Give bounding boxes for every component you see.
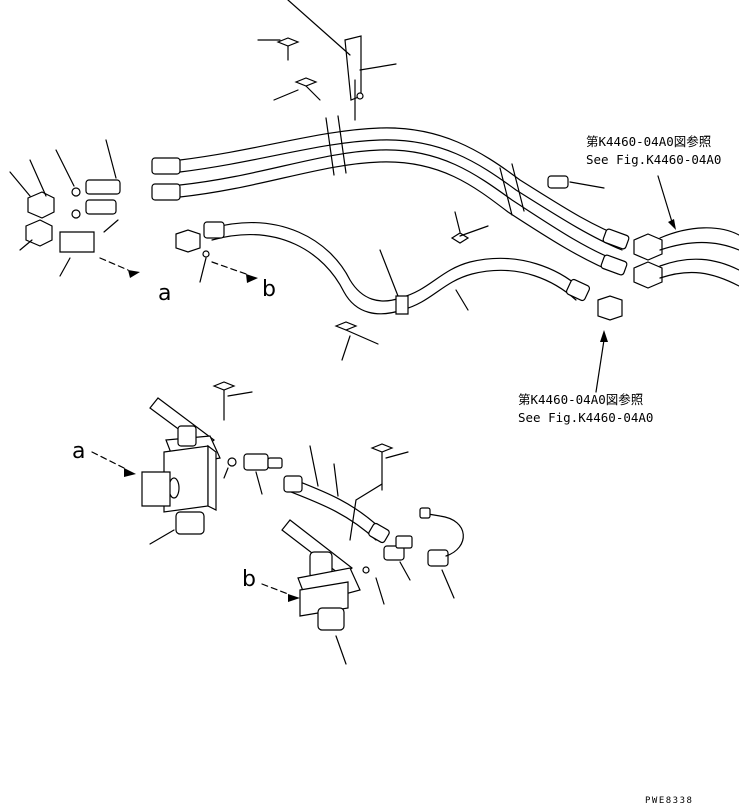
arrow-middle-ref	[600, 330, 608, 342]
hose-to-b	[175, 221, 623, 321]
valve-assembly-a	[91, 381, 253, 545]
reference-middle-jp: 第K4460-04A0図参照	[518, 392, 643, 407]
reference-top-right-en: See Fig.K4460-04A0	[586, 152, 721, 167]
arrow-top-ref	[668, 219, 676, 230]
valve-assembly-b	[261, 519, 385, 665]
label-b-bottom: b	[242, 567, 256, 592]
leader-top-ref	[657, 175, 673, 223]
label-a-bottom: a	[72, 439, 85, 464]
lower-connectors	[243, 443, 409, 544]
elbow-connectors-right	[633, 227, 739, 289]
label-a-top: a	[158, 281, 171, 306]
hose-bracket-top	[287, 0, 397, 121]
plug-right	[547, 175, 605, 189]
reference-top-right-jp: 第K4460-04A0図参照	[586, 134, 711, 149]
adapters-top-left	[9, 139, 140, 278]
drawing-code: PWE8338	[645, 796, 693, 806]
pressure-switches	[383, 507, 464, 599]
leader-middle-ref	[595, 339, 605, 393]
label-b-top: b	[262, 277, 276, 302]
main-hose-bundle	[151, 115, 630, 276]
bolts	[257, 37, 489, 361]
reference-middle-en: See Fig.K4460-04A0	[518, 410, 653, 425]
